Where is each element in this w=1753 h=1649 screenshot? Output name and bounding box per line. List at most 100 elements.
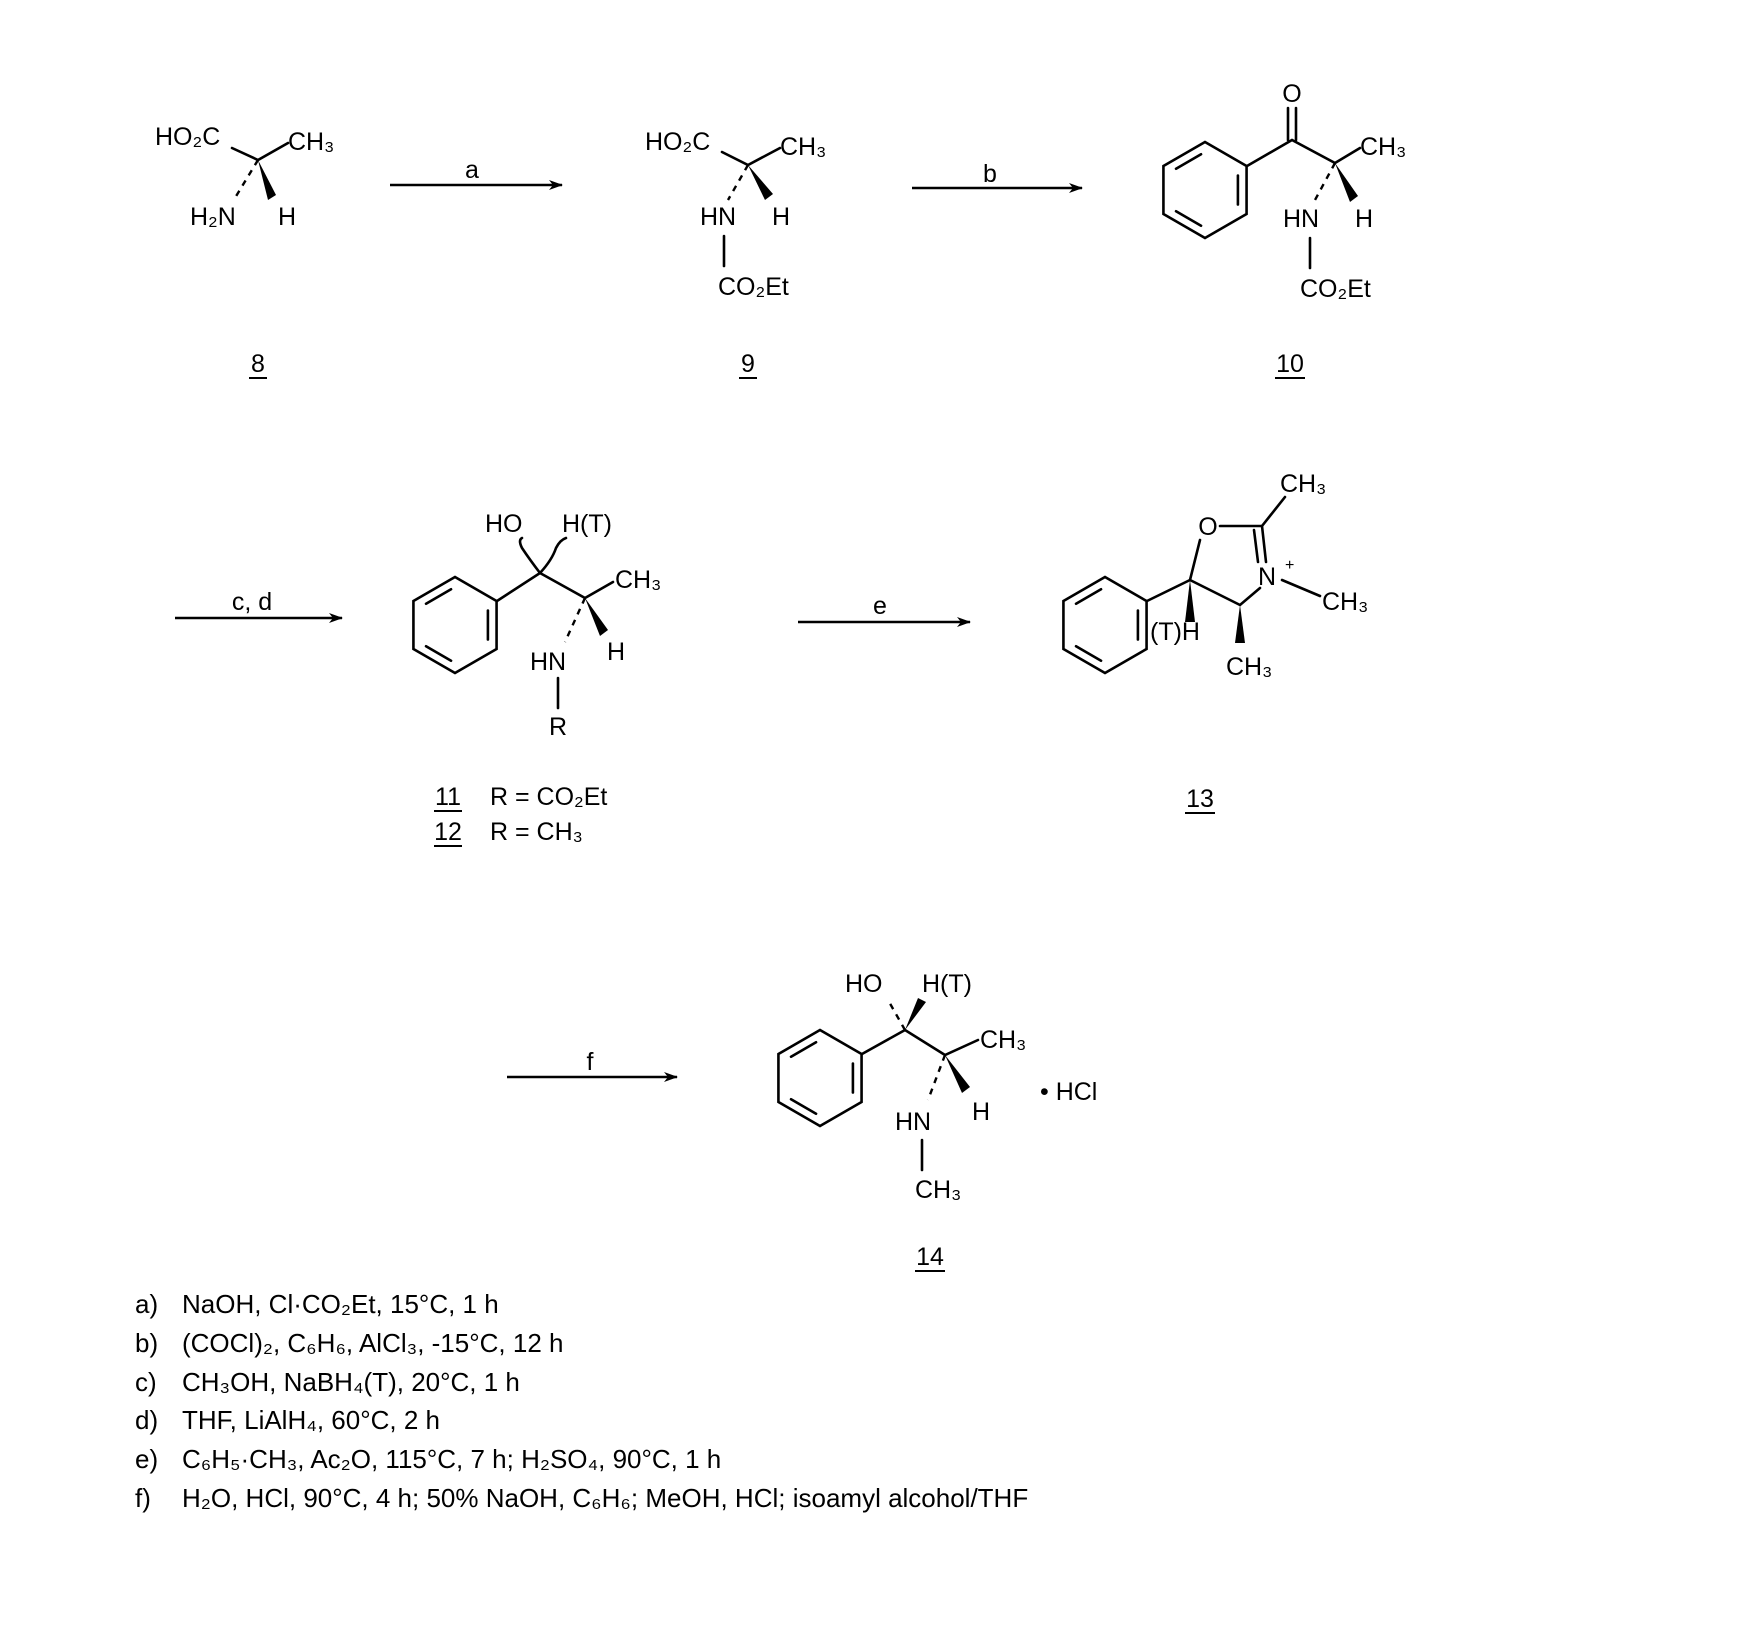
wedge-bond — [1335, 163, 1358, 202]
ring-outline — [412, 575, 498, 675]
benzene-ring — [1162, 140, 1248, 240]
atom-methyl-n: CH₃ — [1322, 588, 1368, 616]
arrow-c-d: c, d — [175, 588, 343, 623]
arrow-f: f — [507, 1048, 678, 1082]
atom-hydrogen: H — [972, 1098, 990, 1126]
condition-text: C₆H₅·CH₃, Ac₂O, 115°C, 7 h; H₂SO₄, 90°C,… — [182, 1444, 721, 1474]
compound-number: 10 — [1276, 350, 1304, 378]
variant-11: 11 R = CO₂Et — [434, 783, 607, 812]
condition-key: d) — [135, 1405, 158, 1435]
compound-number: 13 — [1186, 785, 1214, 813]
hashed-bond — [726, 164, 750, 201]
arrow-b: b — [912, 160, 1083, 193]
r-definition: R = CO₂Et — [490, 783, 607, 811]
atom-amine: HN — [700, 203, 736, 231]
compound-13: O CH₃ N + CH₃ (T)H CH₃ 13 — [1062, 470, 1368, 814]
r-definition: R = CH₃ — [490, 818, 583, 846]
bond — [230, 141, 290, 162]
hashed-bond — [563, 597, 587, 643]
arrow-a: a — [390, 156, 563, 190]
condition-c: c) CH₃OH, NaBH₄(T), 20°C, 1 h — [135, 1367, 520, 1397]
condition-f: f) H₂O, HCl, 90°C, 4 h; 50% NaOH, C₆H₆; … — [135, 1483, 1028, 1513]
aromatic-double-bond — [1174, 152, 1203, 171]
atom-methyl: CH₃ — [1360, 133, 1406, 161]
atom-tritium: (T)H — [1150, 618, 1200, 646]
compound-9: HO₂C CH₃ HN H CO₂Et 9 — [645, 128, 826, 379]
compound-14: HO H(T) CH₃ HN H CH₃ • HCl 14 — [777, 970, 1097, 1272]
atom-n-methyl: CH₃ — [915, 1176, 961, 1204]
wedge-bond — [585, 598, 608, 636]
arrow-label: a — [465, 156, 479, 184]
condition-key: e) — [135, 1444, 158, 1474]
condition-text: THF, LiAlH₄, 60°C, 2 h — [182, 1405, 440, 1435]
condition-text: H₂O, HCl, 90°C, 4 h; 50% NaOH, C₆H₆; MeO… — [182, 1483, 1028, 1513]
aromatic-double-bond — [789, 1097, 818, 1116]
atom-tritium: H(T) — [562, 510, 612, 538]
atom-methyl-bottom: CH₃ — [1226, 653, 1272, 681]
condition-text: NaOH, Cl·CO₂Et, 15°C, 1 h — [182, 1289, 499, 1319]
arrow-label: f — [587, 1048, 594, 1076]
ring-outline — [1162, 140, 1248, 240]
atom-methyl: CH₃ — [288, 128, 334, 156]
ring-outline — [777, 1028, 863, 1128]
wedge-bond — [1235, 605, 1245, 643]
bond — [495, 571, 615, 603]
aromatic-double-bond — [424, 587, 453, 606]
condition-a: a) NaOH, Cl·CO₂Et, 15°C, 1 h — [135, 1289, 499, 1319]
arrow-label: e — [873, 592, 887, 620]
hcl-salt: • HCl — [1040, 1078, 1097, 1106]
atom-hydrogen: H — [1355, 205, 1373, 233]
atom-amine: HN — [1283, 205, 1319, 233]
hashed-bond — [1313, 162, 1337, 201]
atom-amine: HN — [895, 1108, 931, 1136]
wedge-bond — [748, 165, 773, 200]
arrow-label: b — [983, 160, 997, 188]
compound-11-12: HO H(T) CH₃ HN H R 11 R = CO₂Et 12 R = C… — [412, 510, 661, 847]
condition-e: e) C₆H₅·CH₃, Ac₂O, 115°C, 7 h; H₂SO₄, 90… — [135, 1444, 721, 1474]
aromatic-double-bond — [789, 1040, 818, 1059]
atom-hydrogen: H — [607, 638, 625, 666]
wedge-bond — [1185, 580, 1195, 622]
atom-hydroxyl: HO — [485, 510, 523, 538]
atom-amine: HN — [530, 648, 566, 676]
hashed-bond — [886, 999, 907, 1031]
atom-methyl-top: CH₃ — [1280, 470, 1326, 498]
condition-b: b) (COCl)₂, C₆H₆, AlCl₃, -15°C, 12 h — [135, 1328, 563, 1358]
aromatic-double-bond — [1174, 209, 1203, 228]
arrow-e: e — [798, 592, 971, 627]
benzene-ring — [777, 1028, 863, 1128]
aromatic-double-bond — [1074, 587, 1103, 606]
bond — [1145, 538, 1202, 603]
atom-methyl: CH₃ — [780, 133, 826, 161]
charge-plus: + — [1285, 557, 1294, 574]
condition-text: (COCl)₂, C₆H₆, AlCl₃, -15°C, 12 h — [182, 1328, 563, 1358]
condition-key: a) — [135, 1289, 158, 1319]
atom-hydrogen: H — [772, 203, 790, 231]
ring-outline — [1062, 575, 1148, 675]
condition-key: b) — [135, 1328, 158, 1358]
bond — [1280, 578, 1322, 598]
atom-methyl: CH₃ — [615, 566, 661, 594]
reaction-conditions: a) NaOH, Cl·CO₂Et, 15°C, 1 h b) (COCl)₂,… — [135, 1289, 1028, 1513]
atom-oxygen: O — [1198, 513, 1217, 541]
benzene-ring — [1062, 575, 1148, 675]
bond — [1188, 578, 1262, 607]
compound-number: 9 — [741, 350, 755, 378]
atom-r-group: R — [549, 713, 567, 741]
condition-key: f) — [135, 1483, 151, 1513]
bond — [1245, 138, 1362, 168]
wavy-bond — [518, 536, 542, 575]
bond — [860, 1028, 980, 1057]
double-bond — [1260, 524, 1268, 564]
arrow-label: c, d — [232, 588, 272, 616]
condition-key: c) — [135, 1367, 157, 1397]
atom-carbamate: CO₂Et — [718, 273, 789, 301]
double-bond — [1252, 528, 1260, 564]
wedge-bond — [905, 998, 926, 1030]
compound-number: 8 — [251, 350, 265, 378]
atom-hydroxyl: HO — [845, 970, 883, 998]
atom-tritium: H(T) — [922, 970, 972, 998]
bond — [1218, 495, 1287, 528]
compound-number: 14 — [916, 1243, 944, 1271]
